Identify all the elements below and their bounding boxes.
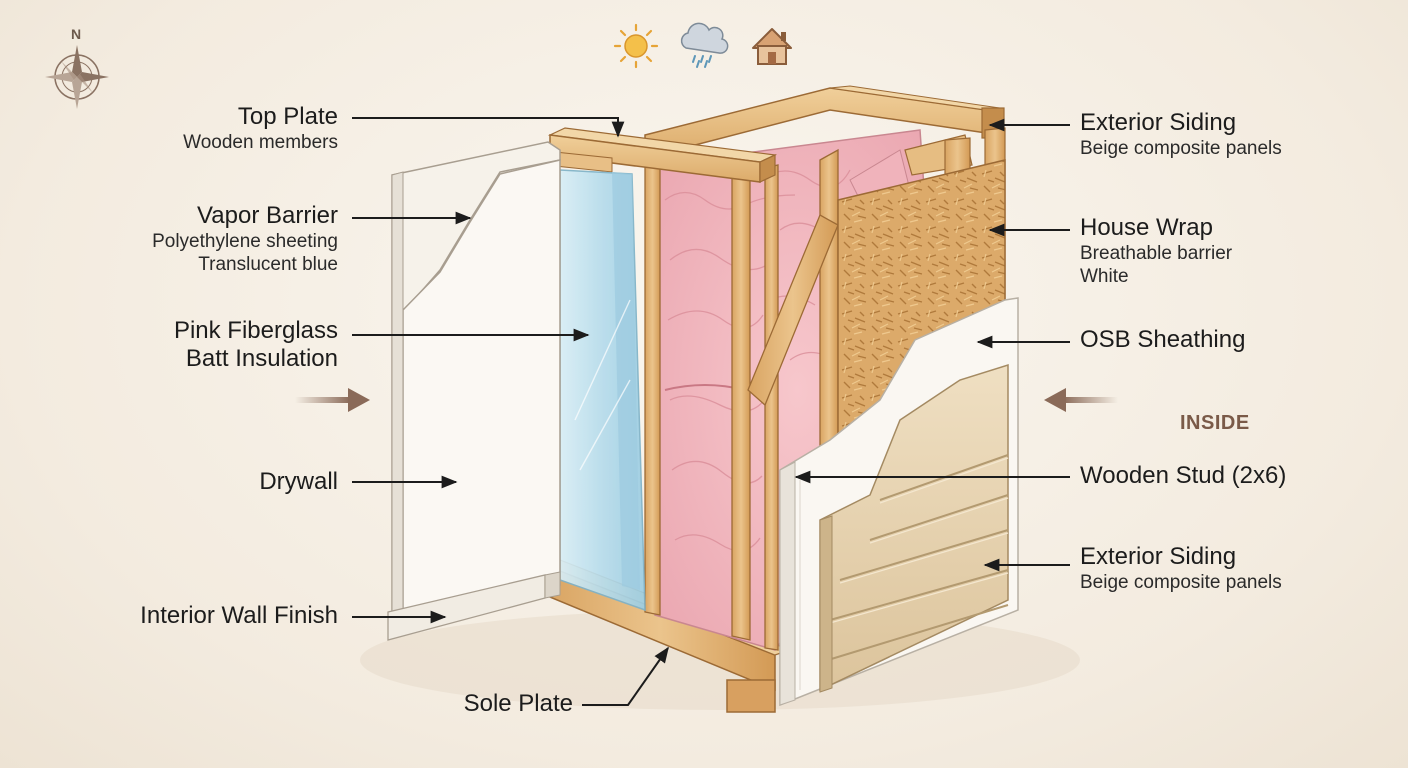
label-subtitle: Polyethylene sheeting bbox=[152, 231, 338, 252]
label-wooden-stud: Wooden Stud (2x6) bbox=[1080, 464, 1286, 488]
label-title: Drywall bbox=[259, 468, 338, 495]
label-subtitle: Beige composite panels bbox=[1080, 572, 1282, 593]
label-title: Exterior Siding bbox=[1080, 109, 1237, 136]
compass-north-label: N bbox=[71, 26, 82, 42]
label-sole-plate: Sole Plate bbox=[464, 692, 573, 716]
label-title: Exterior Siding bbox=[1080, 543, 1237, 570]
label-title: Vapor Barrier bbox=[197, 202, 338, 229]
label-subtitle: White bbox=[1080, 266, 1129, 287]
label-drywall: Drywall bbox=[259, 470, 338, 494]
label-interior-wall-finish: Interior Wall Finish bbox=[140, 604, 338, 628]
label-subtitle: Wooden members bbox=[183, 132, 338, 153]
leader-lines bbox=[352, 117, 1070, 706]
rain-cloud-icon bbox=[680, 22, 729, 68]
label-house-wrap: House Wrap Breathable barrier White bbox=[1080, 214, 1233, 287]
label-exterior-siding-top: Exterior Siding Beige composite panels bbox=[1080, 109, 1282, 159]
label-title: Wooden Stud (2x6) bbox=[1080, 462, 1287, 489]
label-title-line2: Batt Insulation bbox=[185, 345, 338, 372]
label-fiberglass-insulation: Pink Fiberglass Batt Insulation bbox=[174, 319, 338, 371]
inside-side-label: INSIDE bbox=[1180, 412, 1250, 434]
direction-arrows bbox=[295, 388, 1118, 412]
label-subtitle: Breathable barrier bbox=[1080, 243, 1233, 264]
label-top-plate: Top Plate Wooden members bbox=[183, 103, 338, 153]
house-icon bbox=[752, 28, 792, 65]
label-title: House Wrap bbox=[1080, 214, 1213, 241]
label-title: Top Plate bbox=[237, 103, 338, 130]
sun-icon bbox=[613, 23, 659, 69]
drywall-panel bbox=[387, 141, 561, 641]
label-subtitle: Translucent blue bbox=[198, 254, 338, 275]
exterior-siding bbox=[819, 363, 1009, 693]
label-title: Interior Wall Finish bbox=[140, 602, 338, 629]
label-title: Pink Fiberglass bbox=[173, 317, 338, 344]
label-exterior-siding-bottom: Exterior Siding Beige composite panels bbox=[1080, 543, 1282, 593]
vapor-barrier bbox=[559, 169, 646, 612]
label-vapor-barrier: Vapor Barrier Polyethylene sheeting Tran… bbox=[152, 202, 338, 275]
label-subtitle: Beige composite panels bbox=[1080, 138, 1282, 159]
label-title: Sole Plate bbox=[463, 690, 573, 717]
front-top-plate bbox=[547, 127, 778, 183]
label-title: OSB Sheathing bbox=[1080, 326, 1246, 353]
compass-rose-icon bbox=[45, 45, 109, 109]
label-osb-sheathing: OSB Sheathing bbox=[1080, 328, 1245, 352]
